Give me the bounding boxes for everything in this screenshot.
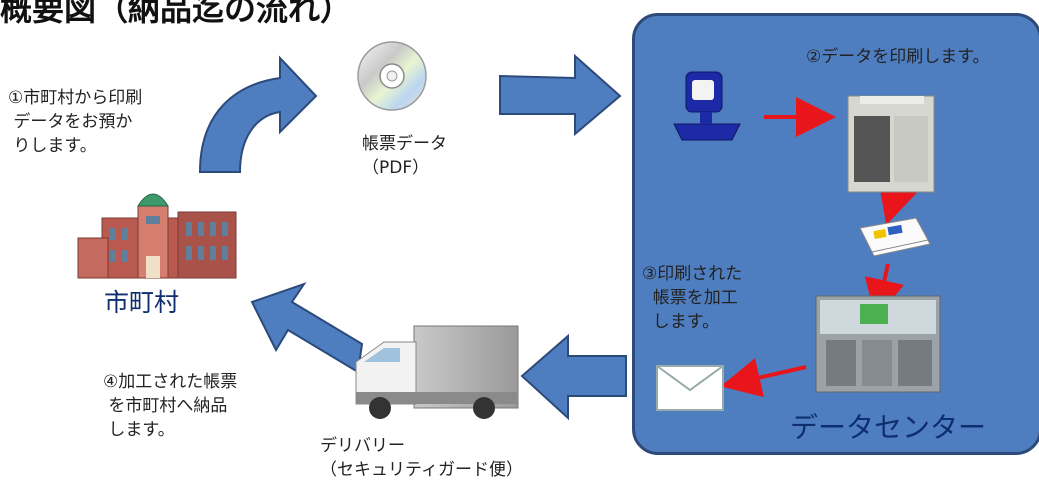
paper-stack-icon xyxy=(859,217,931,257)
step1-note: ①市町村から印刷 データをお預か りします。 xyxy=(8,88,143,156)
flow-arrow-to-datacenter xyxy=(499,53,622,137)
red-arrow-to-envelope xyxy=(720,358,807,398)
flow-arrow-from-datacenter xyxy=(520,333,627,421)
red-arrow-to-machine xyxy=(864,263,904,320)
cd-disc-icon xyxy=(357,41,427,111)
flow-arrow-upload xyxy=(198,55,318,173)
delivery-truck-icon xyxy=(355,325,519,419)
datacenter-label: データセンター xyxy=(790,411,987,444)
step2-note: ②データを印刷します。 xyxy=(806,47,990,67)
processing-machine-icon xyxy=(815,295,941,393)
step3-note: ③印刷された 帳票を加工 します。 xyxy=(642,264,743,332)
flow-arrow-to-city xyxy=(250,282,364,374)
step4-note: ④加工された帳票 を市町村へ納品 します。 xyxy=(103,372,238,440)
city-label: 市町村 xyxy=(104,288,180,317)
delivery-label: デリバリー （セキュリティガード便） xyxy=(320,436,523,480)
pdf-label: 帳票データ （PDF） xyxy=(362,134,447,178)
diagram-title: 概要図（納品迄の流れ） xyxy=(0,0,353,28)
printer-icon xyxy=(847,95,935,193)
envelope-icon xyxy=(656,365,724,411)
city-hall-icon xyxy=(77,193,237,279)
computer-icon xyxy=(673,71,741,141)
